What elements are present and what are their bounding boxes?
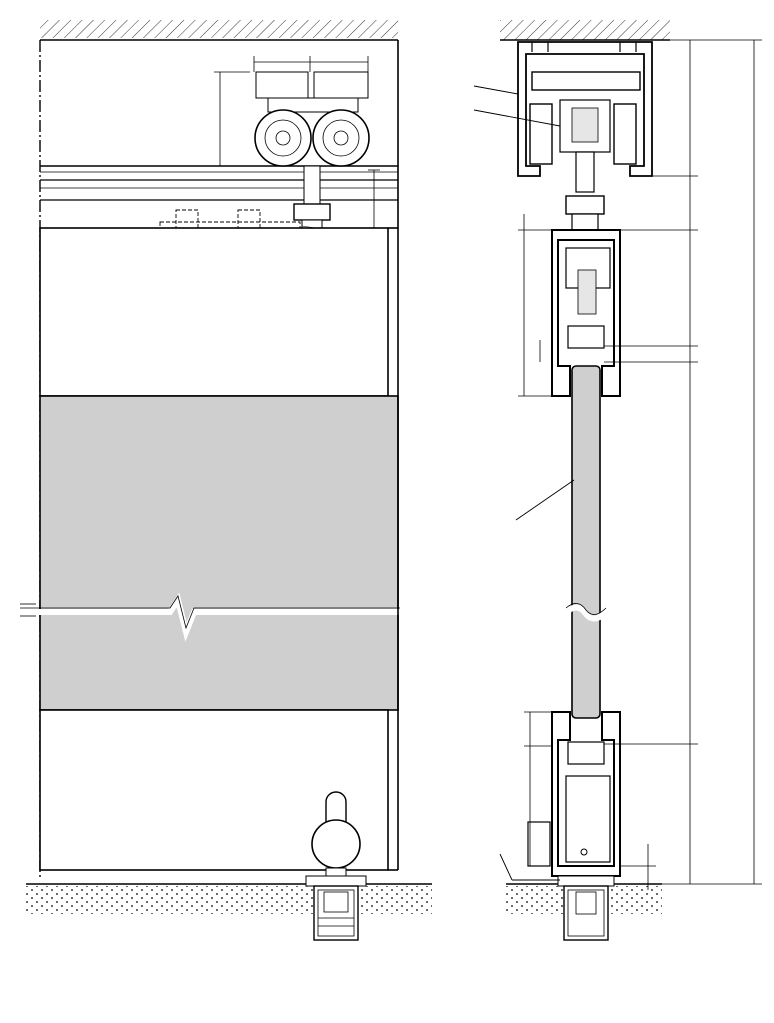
top-profile-outline [551,229,621,397]
bottom-profile-guide [565,775,611,863]
trolley-wheel-right-hub [333,130,349,146]
section-dimensions [518,39,762,890]
break-line [20,592,420,642]
trolley-top-block-left [255,71,309,99]
trolley-wheel-left-hub [275,130,291,146]
ceiling-hatch [40,20,398,38]
top-profile-clip [567,325,605,349]
floor-hatch [26,886,432,914]
trolley-spring [571,107,599,143]
bottom-profile-outline [551,711,621,877]
trolley-top-block-right [313,71,369,99]
door-panel [20,227,420,871]
floor-guide [311,791,361,883]
trolley-stem-section [575,151,595,193]
track-profile-slots [531,42,637,52]
floor-socket [305,875,367,941]
trolley-wheel-right-ring [322,119,360,157]
top-profile-screw [577,269,597,315]
trolley-plate [267,97,359,113]
door-frame-top [39,227,389,397]
trolley-wheel-right-section [613,103,637,165]
trolley-bolt-stem [303,165,321,205]
section-ceiling-hatch [500,20,670,40]
bottom-door-profile [527,711,621,877]
door-glass-panel [39,395,399,711]
section-view [473,20,762,941]
leader-lines [473,85,575,881]
floor-guide-roller [311,819,361,869]
trolley-wheel-right [312,109,370,167]
trolley-wheel-left [254,109,312,167]
section-break-edge [565,603,607,615]
trolley-wheel-left-section [529,103,553,165]
section-glass [571,365,601,719]
front-elevation-view [20,20,432,941]
section-break [564,604,609,622]
bottom-guide-block [527,821,551,867]
top-door-profile [551,229,621,397]
track-profile [517,41,653,193]
trolley-nut [293,203,331,221]
break-line-edge [20,595,400,630]
section-floor-socket [557,875,615,941]
trolley-wheel-left-ring [264,119,302,157]
trolley-body-section [531,71,641,91]
bottom-profile-screw [580,848,588,856]
section-bolt [565,195,605,215]
bottom-profile-insert [567,741,605,765]
section-bolt-neck [571,213,599,231]
